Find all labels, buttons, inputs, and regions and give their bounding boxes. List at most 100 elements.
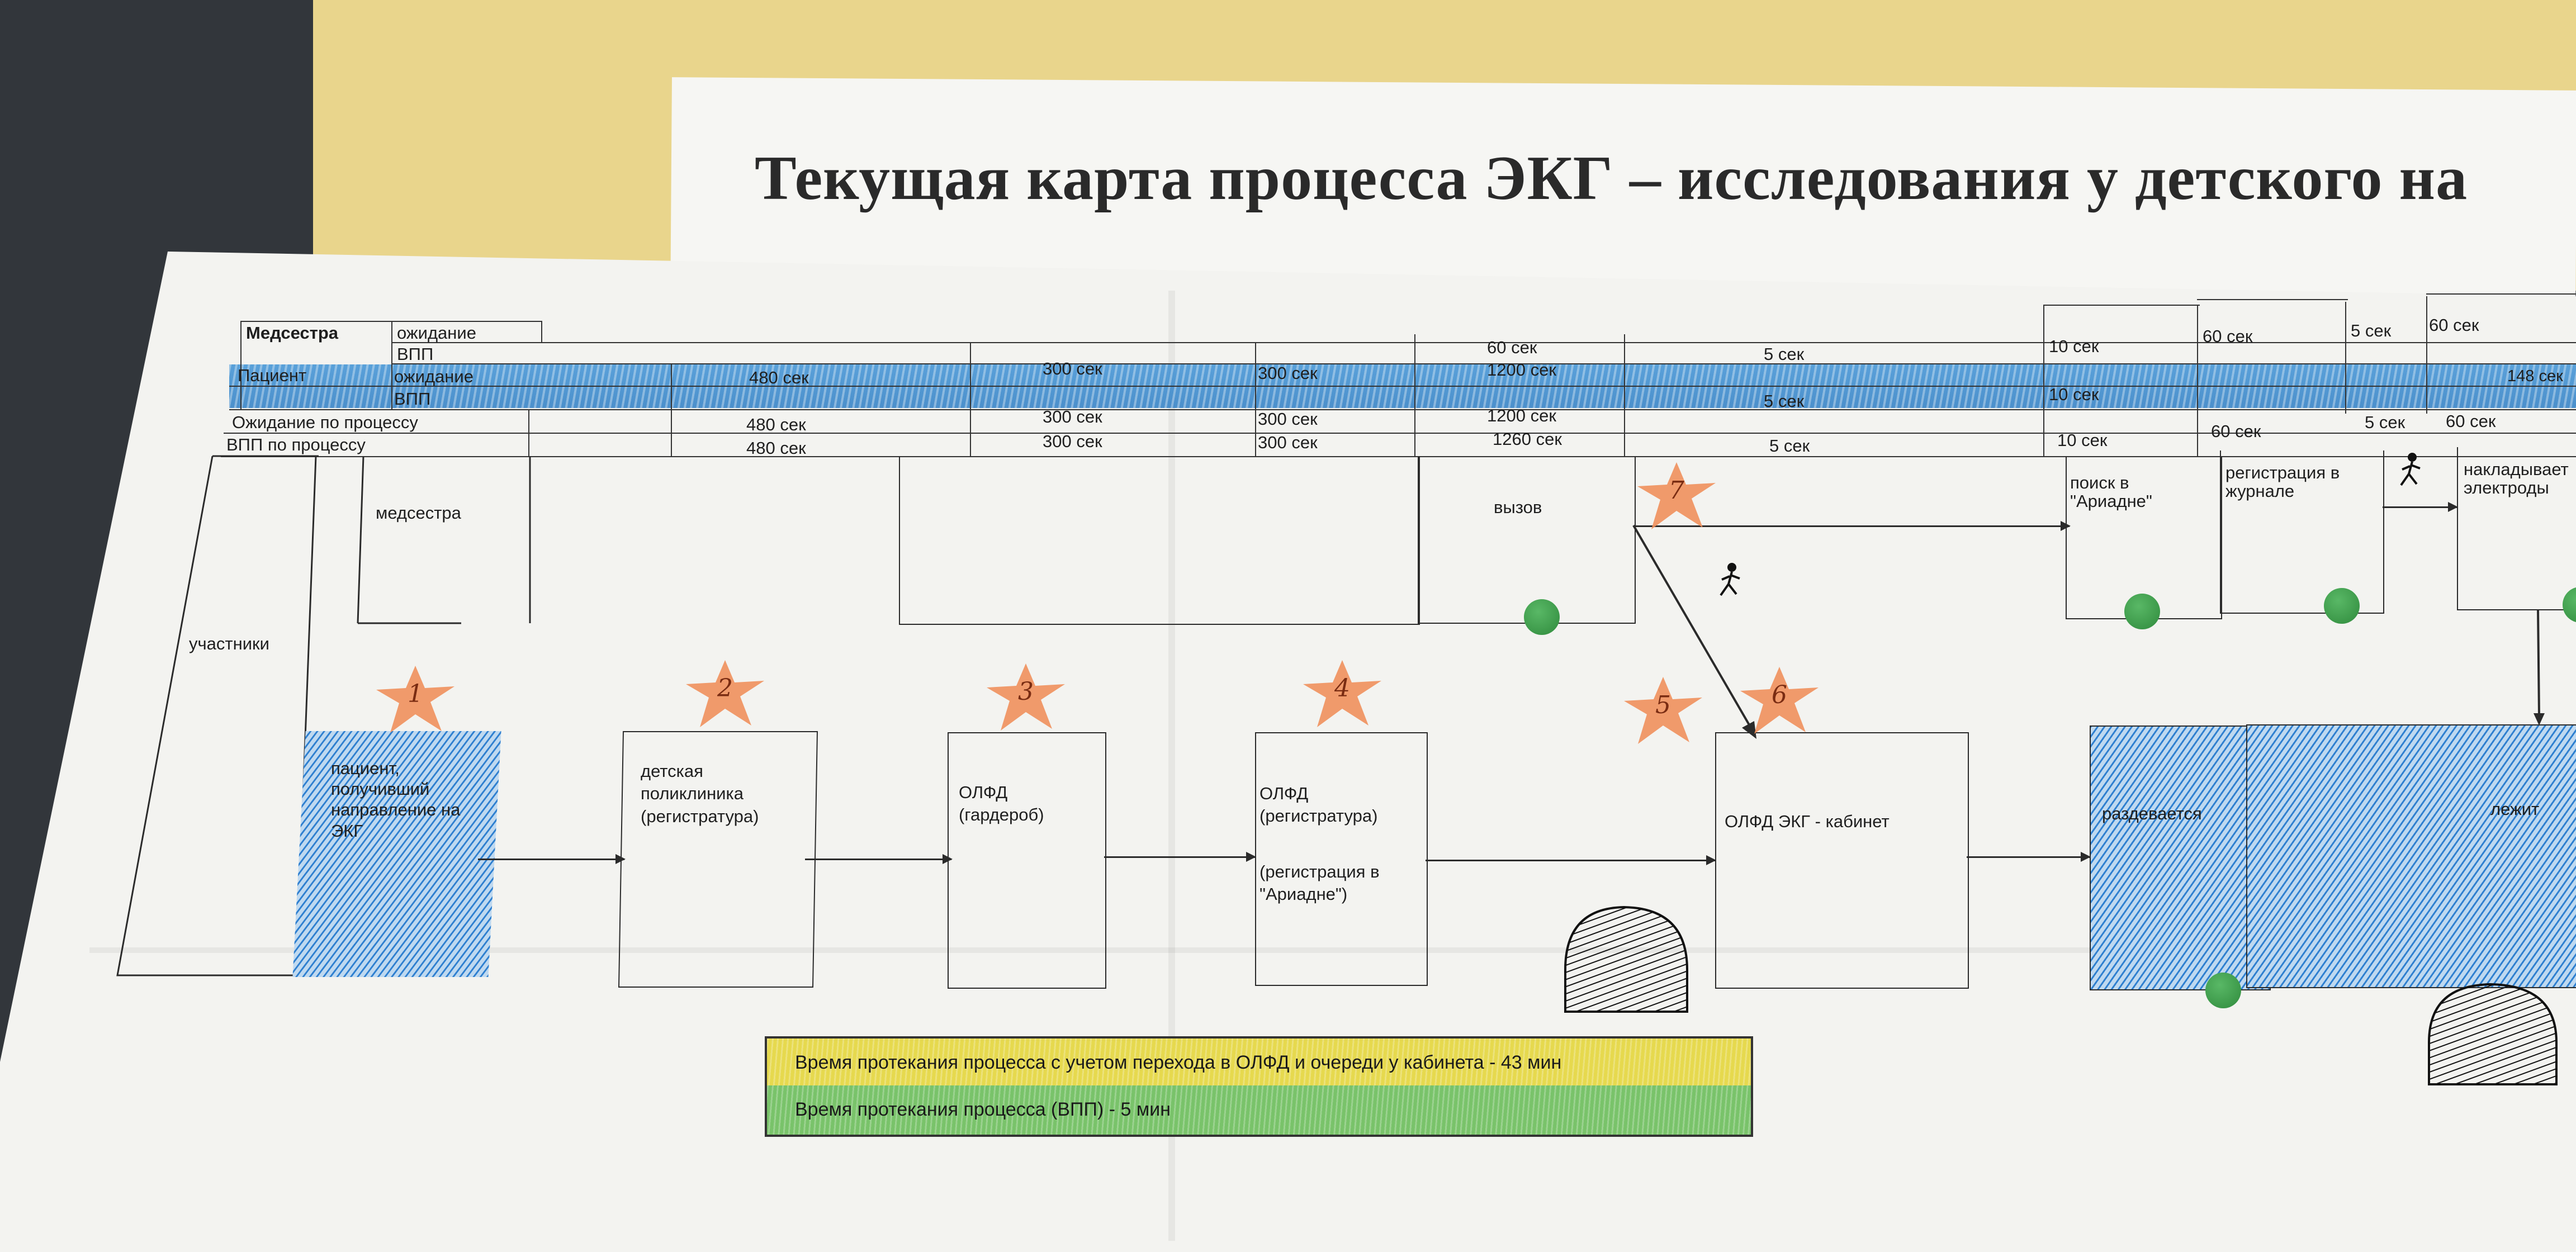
step-star-6-number: 6 — [1772, 681, 1787, 709]
flow-arrow — [1104, 852, 1256, 862]
time-value: 10 сек — [2057, 430, 2108, 450]
patient-step-3 — [948, 732, 1106, 989]
flow-arrow — [478, 854, 626, 864]
table-rule — [970, 342, 971, 456]
table-rule — [1414, 334, 1415, 456]
time-value: 480 сек — [746, 415, 806, 434]
time-value: 300 сек — [1043, 359, 1102, 378]
table-rule — [391, 321, 392, 410]
table-rule — [221, 456, 2576, 457]
table-rule — [2426, 296, 2427, 414]
time-value: 5 сек — [1764, 391, 1805, 411]
green-dot-marker — [2324, 588, 2360, 624]
time-value: 60 сек — [2203, 326, 2253, 346]
time-value: 60 сек — [2211, 421, 2261, 441]
time-value: 5 сек — [1769, 436, 1810, 456]
time-value: 5 сек — [2351, 321, 2392, 340]
table-rule — [2043, 305, 2200, 306]
time-value: 480 сек — [749, 368, 809, 387]
doorway-arch-icon — [1564, 905, 1688, 1013]
green-dot-marker — [1524, 599, 1560, 635]
legend-vpp-time-label: Время протекания процесса (ВПП) - 5 мин — [795, 1099, 1171, 1120]
time-value: 300 сек — [1258, 409, 1318, 429]
walking-person-icon — [2400, 453, 2421, 486]
time-value: 300 сек — [1258, 433, 1318, 452]
page-title: Текущая карта процесса ЭКГ – исследовани… — [755, 144, 2468, 213]
table-rule — [541, 321, 542, 343]
nurse-step-electrodes: накладывает электроды — [2457, 447, 2576, 610]
step-star-7: 7 — [1635, 459, 1718, 532]
row-label-nurse-waiting: ожидание — [397, 323, 476, 343]
nurse-step-register-label: регистрация в журнале — [2225, 463, 2340, 501]
electrodes-down-arrow — [2534, 609, 2545, 725]
table-rule — [229, 386, 2576, 387]
lane-label-participants: участники — [189, 634, 269, 653]
time-value: 1200 сек — [1487, 360, 1556, 380]
green-dot-marker — [2205, 973, 2241, 1008]
step-star-2: 2 — [683, 657, 767, 730]
patient-step-2-label: детская поликлиника (регистратура) — [641, 761, 759, 826]
flow-arrow — [2383, 502, 2458, 512]
step-star-3-number: 3 — [1018, 677, 1034, 706]
step-star-2-number: 2 — [717, 674, 733, 703]
nurse-lane-box — [899, 456, 1420, 625]
time-value: 60 сек — [1487, 338, 1537, 357]
row-label-patient-vpp: ВПП — [394, 389, 431, 409]
patient-step-6-label: ОЛФД ЭКГ - кабинет — [1725, 812, 1890, 831]
step-star-6: 6 — [1737, 664, 1821, 737]
time-value: 300 сек — [1043, 431, 1102, 451]
paper-fold — [1168, 291, 1175, 1241]
call-to-cabinet-arrow — [1632, 524, 1756, 739]
step-star-4: 4 — [1300, 657, 1384, 730]
paper-fold — [89, 947, 2576, 953]
time-value: 10 сек — [2049, 336, 2099, 356]
patient-step-1-label: пациент, получивший направление на ЭКГ — [331, 758, 461, 841]
time-value: 5 сек — [2365, 412, 2405, 432]
patient-step-3-label: ОЛФД (гардероб) — [959, 782, 1044, 825]
row-label-process-vpp: ВПП по процессу — [226, 435, 366, 454]
green-dot-marker — [2124, 594, 2160, 629]
patient-step-4 — [1255, 732, 1428, 986]
legend-vpp-time: Время протекания процесса (ВПП) - 5 мин — [765, 1085, 1753, 1137]
step-star-1-number: 1 — [408, 680, 423, 708]
table-rule — [2345, 302, 2346, 414]
nurse-step-search: поиск в "Ариадне" — [2066, 456, 2222, 619]
legend-total-time-label: Время протекания процесса с учетом перех… — [795, 1052, 1562, 1073]
nurse-step-search-label: поиск в "Ариадне" — [2070, 473, 2152, 511]
table-rule — [391, 363, 2576, 364]
row-label-patient-waiting: ожидание — [394, 367, 473, 386]
nurse-step-register: регистрация в журнале — [2220, 450, 2384, 614]
walking-person-icon — [1720, 563, 1740, 596]
nurse-step-call: вызов — [1418, 456, 1636, 624]
flow-arrow — [1426, 855, 1716, 865]
step-star-1: 1 — [373, 663, 457, 736]
step-star-5-number: 5 — [1655, 691, 1671, 719]
patient-step-7-label: раздевается — [2102, 804, 2202, 823]
time-value: 60 сек — [2446, 411, 2496, 431]
row-label-patient: Пациент — [238, 366, 307, 385]
time-value: 1200 сек — [1487, 406, 1556, 425]
table-rule — [2197, 305, 2198, 456]
table-rule — [1624, 334, 1625, 456]
flow-arrow — [805, 854, 953, 864]
row-label-nurse-vpp: ВПП — [397, 344, 434, 364]
time-value: 300 сек — [1043, 407, 1102, 426]
time-value: 300 сек — [1258, 363, 1318, 383]
step-star-7-number: 7 — [1669, 476, 1684, 505]
patient-step-8 — [2246, 724, 2576, 988]
patient-step-6 — [1715, 732, 1969, 989]
patient-step-4-label-a: ОЛФД (регистратура) — [1259, 784, 1378, 826]
table-rule — [2043, 305, 2044, 456]
time-value: 60 сек — [2429, 315, 2479, 335]
step-star-5: 5 — [1621, 674, 1705, 747]
nurse-step-call-label: вызов — [1494, 497, 1542, 517]
doorway-arch-icon — [2428, 983, 2558, 1085]
legend-total-time: Время протекания процесса с учетом перех… — [765, 1036, 1753, 1090]
time-value: 480 сек — [746, 438, 806, 458]
table-rule — [224, 433, 2576, 434]
time-value: 148 сек — [2507, 367, 2563, 385]
table-rule — [2426, 293, 2576, 295]
step-star-4-number: 4 — [1334, 674, 1350, 703]
table-rule — [1255, 342, 1256, 456]
nurse-step-electrodes-label: накладывает электроды — [2464, 459, 2569, 497]
